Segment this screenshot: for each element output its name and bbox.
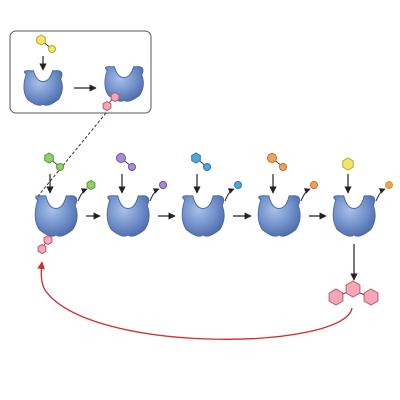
enzyme-body xyxy=(181,195,225,237)
substrate-molecule xyxy=(267,153,287,171)
inset-connector-dashed-line xyxy=(37,112,107,197)
substrate-molecule xyxy=(44,152,64,171)
substrate-molecule xyxy=(116,153,136,171)
inhibitor-hexagon xyxy=(110,91,120,103)
pathway-step-3 xyxy=(181,152,252,237)
substrate-hexagon xyxy=(36,34,46,46)
released-circle xyxy=(310,181,318,189)
released-circle xyxy=(159,181,167,189)
substrate-circle xyxy=(48,45,56,53)
substrate-circle xyxy=(116,153,126,163)
substrate-circle xyxy=(267,153,277,163)
inhibitor-hexagon xyxy=(102,100,112,112)
pathway-step-5 xyxy=(332,157,393,237)
end-product-hexagon xyxy=(345,280,361,298)
enzyme-body xyxy=(34,195,78,237)
substrate-circle xyxy=(279,163,287,171)
pathway-step-2 xyxy=(106,153,176,237)
enzyme-body xyxy=(106,195,150,237)
substrate-hexagon xyxy=(342,157,354,171)
substrate-circle xyxy=(203,163,211,171)
substrate-hexagon xyxy=(44,152,54,164)
enzyme-body xyxy=(257,195,301,237)
inhibitor-hexagon xyxy=(43,234,53,246)
enzyme-3 xyxy=(181,195,225,237)
pathway-step-1 xyxy=(34,152,101,237)
inhibitor-hexagon xyxy=(37,243,47,255)
release-arrow xyxy=(149,188,160,202)
first-enzyme-bound-inhibitor xyxy=(37,234,53,255)
inset-content xyxy=(23,34,144,112)
substrate-circle xyxy=(56,163,64,171)
release-arrow xyxy=(77,188,88,202)
inset-substrate xyxy=(36,34,56,53)
feedback-inhibition-arrow xyxy=(37,261,353,340)
release-arrow xyxy=(375,188,386,202)
enzyme-body xyxy=(23,70,63,106)
substrate-hexagon xyxy=(191,152,201,164)
release-arrow xyxy=(300,188,311,202)
enzyme-4 xyxy=(257,195,301,237)
end-product-hexagon xyxy=(363,288,379,306)
substrate-molecule xyxy=(191,152,211,171)
end-product xyxy=(328,244,379,306)
released-circle xyxy=(385,181,393,189)
inset-enzyme-active xyxy=(23,70,63,106)
release-arrow xyxy=(224,188,235,202)
released-circle xyxy=(234,181,242,189)
end-product-hexagon xyxy=(328,288,344,306)
enzyme-pathway xyxy=(34,152,393,255)
enzyme-5 xyxy=(332,195,376,237)
pathway-step-4 xyxy=(257,153,327,237)
released-hexagon xyxy=(86,179,96,191)
substrate-circle xyxy=(128,163,136,171)
inset-bound-inhibitor xyxy=(102,91,120,112)
enzyme-2 xyxy=(106,195,150,237)
enzyme-body xyxy=(332,195,376,237)
enzyme-1 xyxy=(34,195,78,237)
